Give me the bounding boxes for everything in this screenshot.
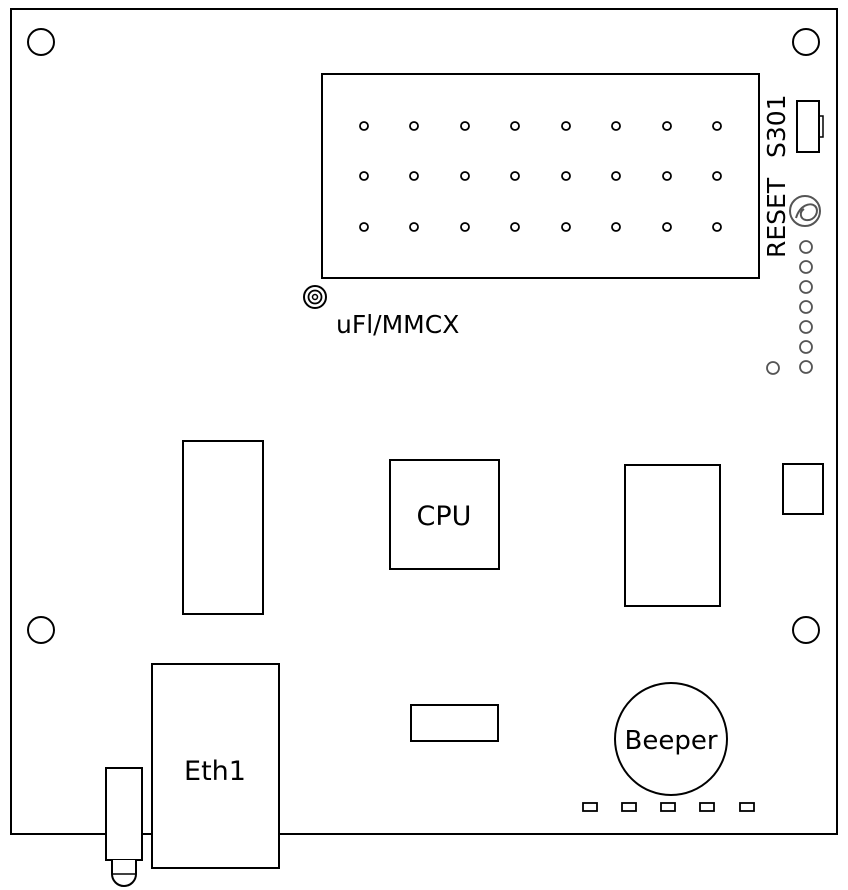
module-pin	[662, 121, 672, 131]
reset-switch-actuator	[818, 115, 824, 138]
header-pin	[799, 320, 813, 334]
spiral-icon	[789, 195, 821, 227]
flash-chip	[624, 464, 721, 607]
header-pin	[799, 340, 813, 354]
status-led	[699, 802, 715, 812]
module-pin	[611, 171, 621, 181]
module-pin	[561, 222, 571, 232]
module-pin	[611, 222, 621, 232]
module-pin	[510, 121, 520, 131]
status-led-row	[582, 802, 755, 812]
board-outline	[10, 8, 838, 835]
status-led	[582, 802, 598, 812]
module-pin	[510, 222, 520, 232]
memory-chip	[182, 440, 264, 615]
antenna-connector-outer	[303, 285, 327, 309]
module-pin	[460, 121, 470, 131]
module-pin	[662, 171, 672, 181]
crystal-oscillator	[410, 704, 499, 742]
radio-module	[321, 73, 760, 279]
module-pin	[359, 121, 369, 131]
module-pin	[712, 171, 722, 181]
mount-hole-bottom-left	[27, 616, 55, 644]
antenna-connector-mid	[307, 289, 323, 305]
test-point	[766, 361, 780, 375]
header-pin	[799, 260, 813, 274]
module-pin	[561, 171, 571, 181]
module-pin	[712, 121, 722, 131]
mount-hole-bottom-right	[792, 616, 820, 644]
module-pin	[460, 171, 470, 181]
header-pin-column	[799, 240, 813, 374]
beeper	[614, 682, 728, 796]
module-pin	[359, 222, 369, 232]
module-pin	[359, 171, 369, 181]
led-icon	[105, 767, 143, 887]
module-pin	[510, 171, 520, 181]
switch-label: S301	[762, 94, 791, 158]
module-pin	[409, 121, 419, 131]
ethernet-jack	[151, 663, 280, 869]
header-pin	[799, 300, 813, 314]
module-pin	[712, 222, 722, 232]
header-pin	[799, 240, 813, 254]
cpu-label: CPU	[417, 501, 472, 532]
status-led	[621, 802, 637, 812]
small-component	[782, 463, 824, 515]
module-pin	[409, 222, 419, 232]
module-pin	[409, 171, 419, 181]
beeper-label: Beeper	[624, 726, 717, 756]
antenna-connector-inner	[311, 293, 319, 301]
module-pin	[460, 222, 470, 232]
cpu-chip	[389, 459, 500, 570]
reset-label: RESET	[762, 177, 791, 258]
module-pin	[662, 222, 672, 232]
status-led	[739, 802, 755, 812]
ethernet-label: Eth1	[184, 756, 246, 787]
header-pin	[799, 280, 813, 294]
status-led	[660, 802, 676, 812]
mount-hole-top-right	[792, 28, 820, 56]
header-pin	[799, 360, 813, 374]
antenna-label: uFl/MMCX	[336, 310, 459, 339]
mount-hole-top-left	[27, 28, 55, 56]
module-pin-grid	[359, 121, 722, 232]
module-pin	[561, 121, 571, 131]
module-pin	[611, 121, 621, 131]
